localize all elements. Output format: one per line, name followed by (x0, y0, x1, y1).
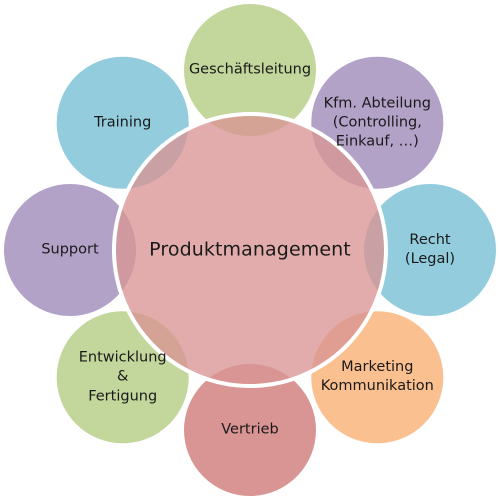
center-label: Produktmanagement (149, 238, 351, 261)
petal-label-line: (Legal) (404, 251, 456, 267)
petal-label-line: Marketing (341, 359, 414, 376)
petal-label-training: Training (94, 113, 151, 132)
petal-label-line: Kfm. Abteilung (323, 95, 431, 111)
petal-label-entwicklung: Entwicklung & Fertigung (79, 349, 167, 406)
petal-label-line: Geschäftsleitung (188, 61, 312, 78)
petal-label-line: Entwicklung (78, 349, 167, 366)
petal-label-kfm-abteilung: Kfm. Abteilung (Controlling, Einkauf, …) (324, 94, 431, 151)
petal-label-line: Einkauf, …) (335, 133, 419, 150)
petal-label-line: Fertigung (88, 387, 158, 404)
petal-label-line: Kommunikation (320, 378, 434, 395)
petal-label-geschaeftsleitung: Geschäftsleitung (189, 60, 311, 79)
petal-label-recht: Recht (Legal) (405, 231, 455, 269)
petal-label-support: Support (41, 240, 98, 259)
petal-label-line: & (117, 368, 129, 385)
petal-label-line: Vertrieb (221, 421, 279, 438)
petal-label-line: (Controlling, (332, 114, 422, 131)
center-circle (112, 112, 388, 388)
petal-label-line: Training (94, 114, 152, 131)
petal-label-line: Recht (409, 231, 451, 248)
petal-label-vertrieb: Vertrieb (221, 420, 278, 439)
petal-label-line: Support (41, 241, 99, 258)
